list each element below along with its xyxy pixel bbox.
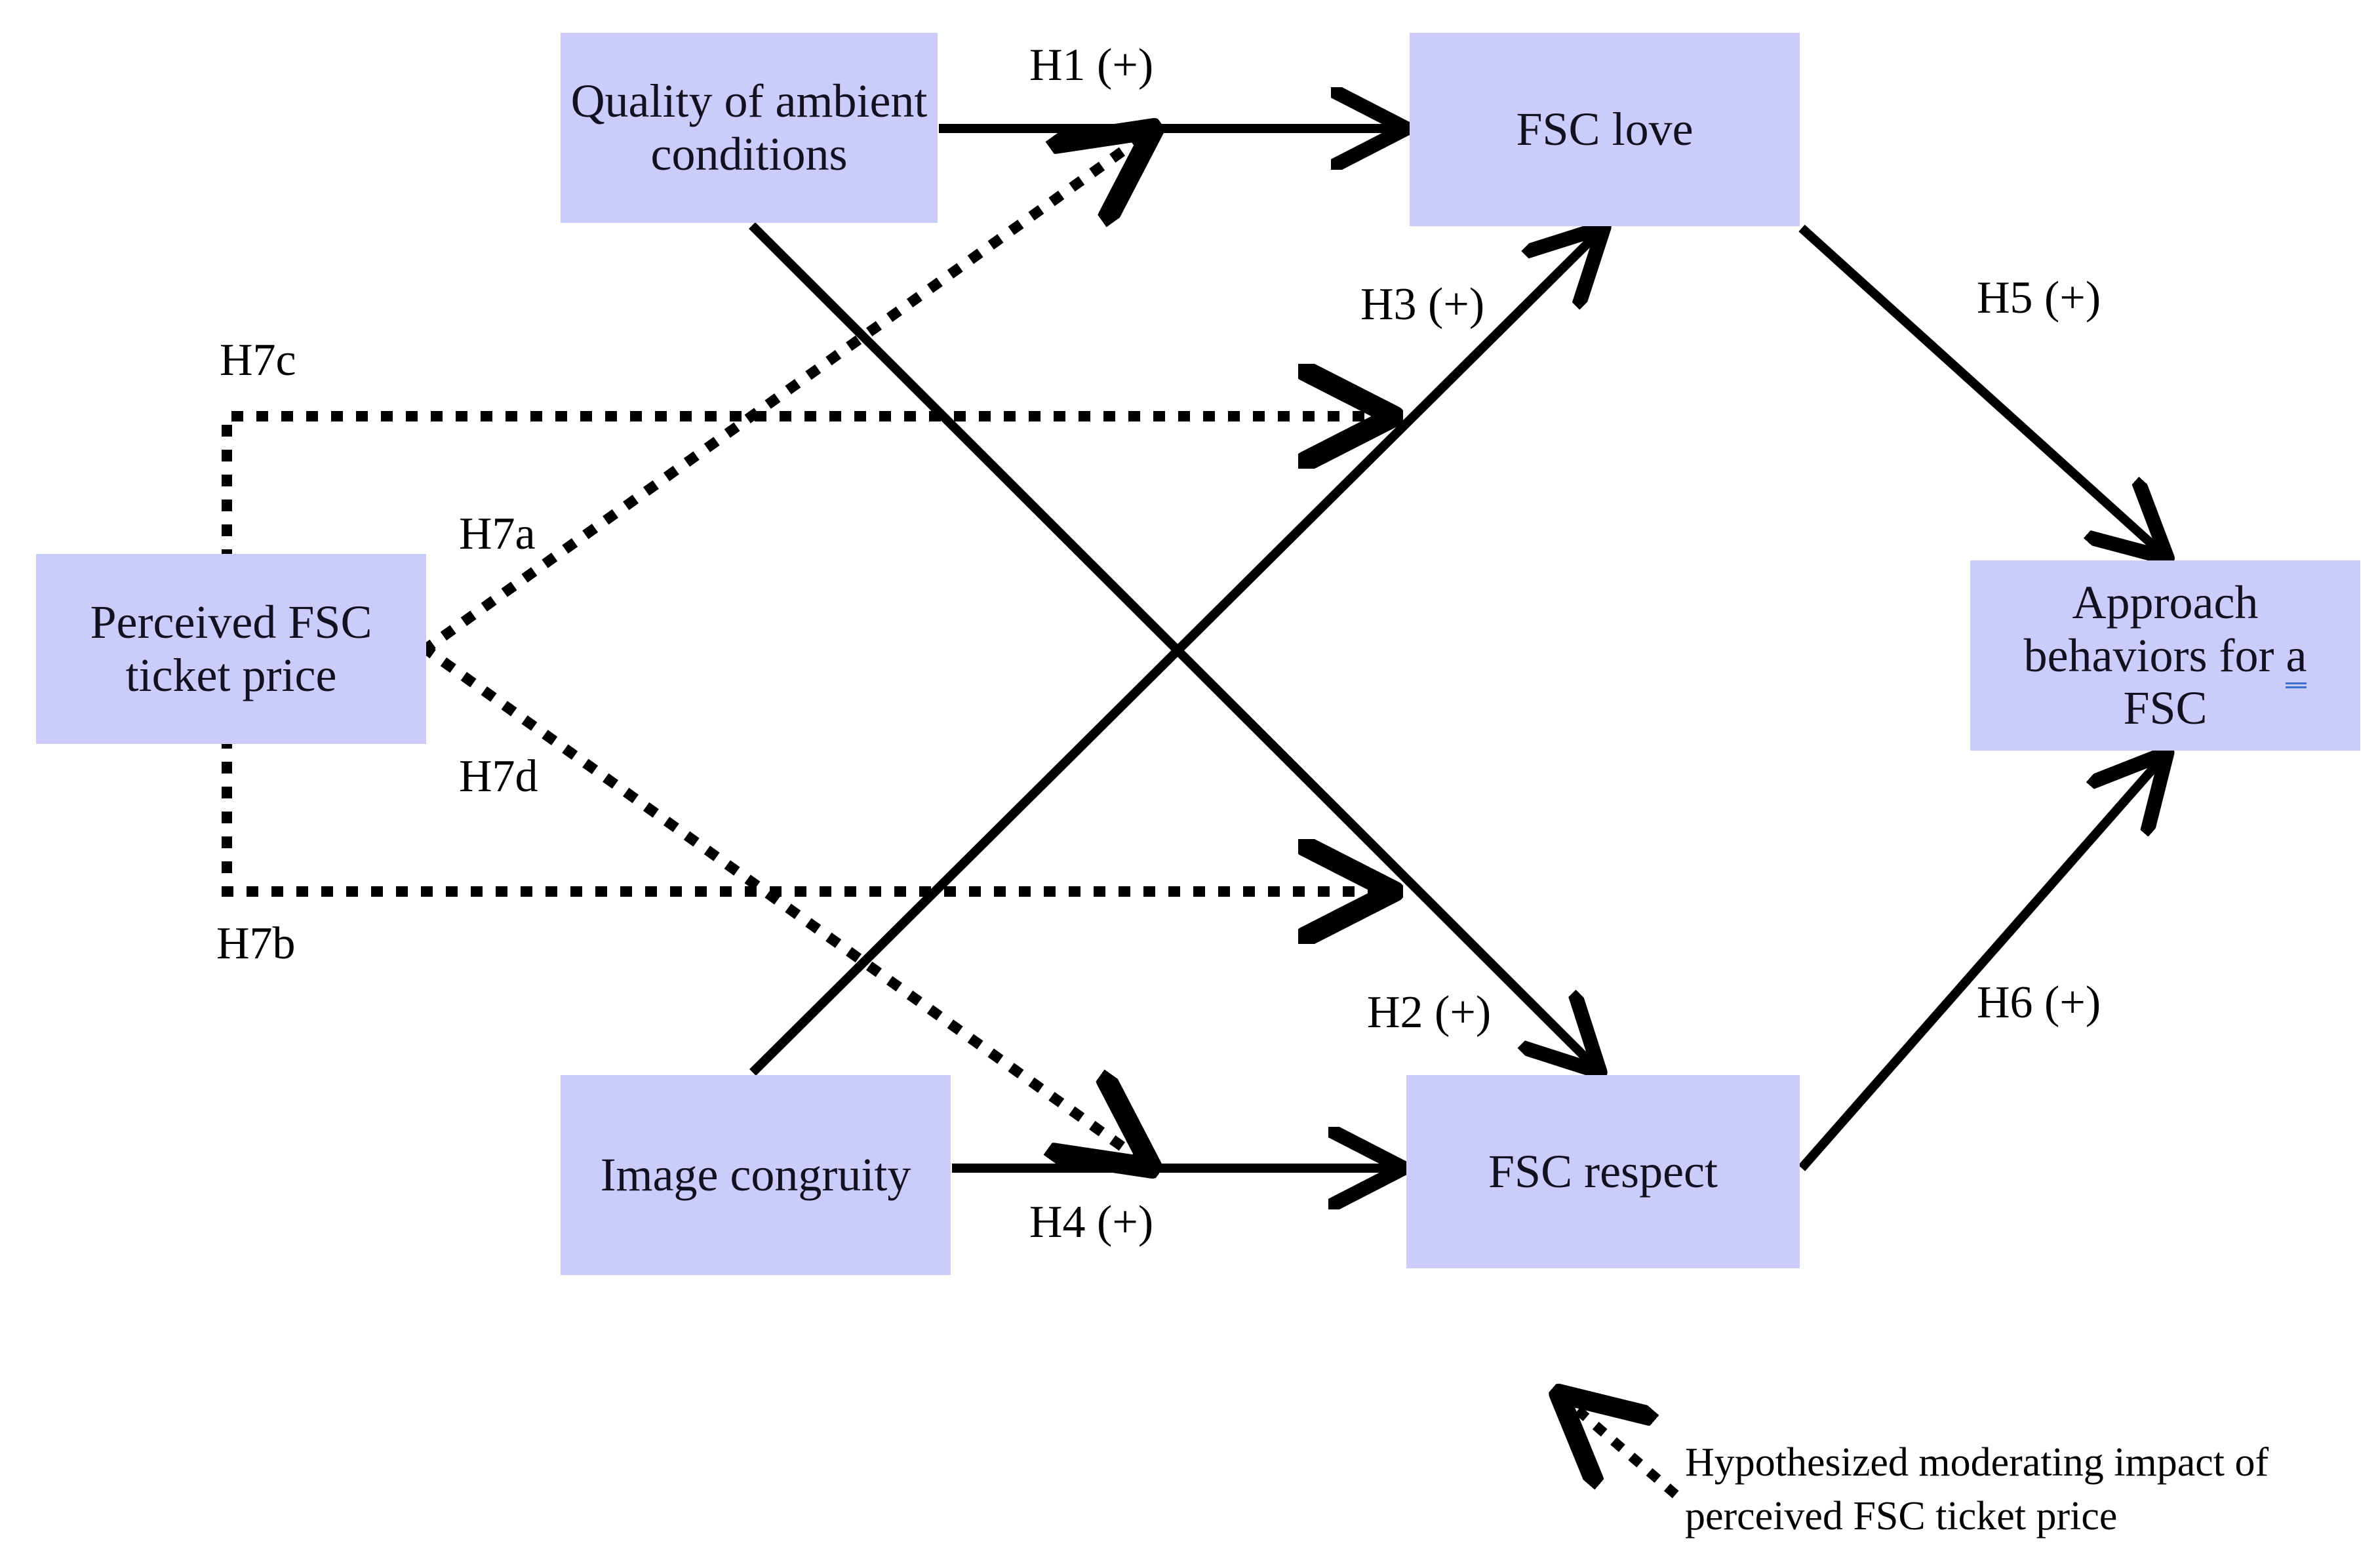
node-label-line-1: Approach	[2072, 576, 2259, 629]
legend-line-1: Hypothesized moderating impact of	[1685, 1440, 2269, 1485]
edge-h7b-path	[222, 737, 1390, 892]
node-fsc-respect[interactable]: FSC respect	[1406, 1075, 1800, 1268]
node-label-line-2: behaviors for	[2023, 629, 2286, 682]
node-approach-behaviors-for-a-fsc[interactable]: Approach behaviors for a FSC	[1970, 560, 2360, 751]
edge-label-h7c: H7c	[220, 335, 296, 385]
grammar-flagged-word: a	[2286, 629, 2307, 688]
edge-label-h7a: H7a	[459, 509, 536, 559]
edge-label-h3: H3 (+)	[1360, 279, 1485, 330]
edge-label-h7b: H7b	[216, 918, 296, 969]
edge-h7c-path	[222, 416, 1390, 561]
legend-line-2: perceived FSC ticket price	[1685, 1494, 2118, 1539]
edge-label-h4: H4 (+)	[1029, 1197, 1154, 1247]
node-label-line-3: FSC	[2123, 682, 2208, 735]
node-label: Image congruity	[600, 1148, 911, 1202]
node-fsc-love[interactable]: FSC love	[1410, 33, 1800, 226]
node-label: FSC love	[1516, 103, 1694, 156]
edge-h5-line	[1798, 224, 2165, 556]
node-perceived-fsc-ticket-price[interactable]: Perceived FSC ticket price	[36, 554, 426, 744]
edge-label-h7d: H7d	[459, 751, 538, 802]
node-label: Perceived FSC ticket price	[90, 596, 372, 701]
edge-h7d-path	[420, 642, 1149, 1166]
node-label-stack: Approach behaviors for a FSC	[2024, 576, 2307, 735]
edge-h3-line	[749, 229, 1602, 1076]
edge-label-h1: H1 (+)	[1029, 40, 1154, 90]
edge-label-h5: H5 (+)	[1977, 273, 2101, 323]
node-label: Quality of ambient conditions	[570, 75, 928, 180]
edge-label-h2: H2 (+)	[1367, 987, 1492, 1038]
edge-label-h6: H6 (+)	[1977, 977, 2101, 1028]
edge-h7a-path	[420, 131, 1151, 656]
node-image-congruity[interactable]: Image congruity	[561, 1075, 951, 1275]
node-label: FSC respect	[1488, 1145, 1718, 1198]
edge-h6-line	[1798, 755, 2165, 1171]
legend-dotted-arrow	[1562, 1396, 1679, 1499]
node-quality-of-ambient-conditions[interactable]: Quality of ambient conditions	[561, 33, 938, 223]
